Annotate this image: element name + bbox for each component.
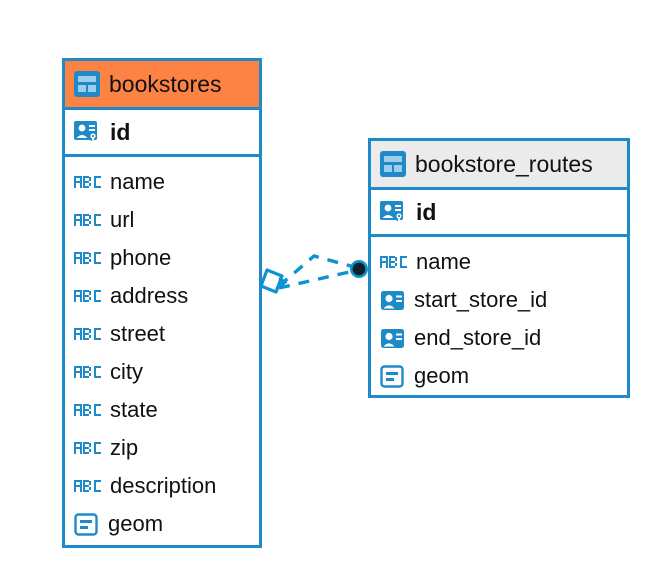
relationship-line-upper	[277, 254, 359, 288]
entity-title: bookstore_routes	[415, 150, 593, 177]
entity-header-bookstore-routes[interactable]: bookstore_routes	[371, 141, 627, 190]
text-type-icon	[74, 250, 101, 266]
primary-key-icon	[74, 119, 101, 146]
relationship-line-lower	[278, 268, 359, 290]
field-row[interactable]: phone	[65, 239, 259, 277]
primary-key-row[interactable]: id	[65, 110, 259, 157]
field-label: state	[110, 397, 158, 422]
entity-title: bookstores	[109, 70, 222, 97]
text-type-icon	[74, 212, 101, 228]
field-row[interactable]: name	[65, 163, 259, 201]
text-type-icon	[74, 402, 101, 418]
field-row[interactable]: start_store_id	[371, 281, 627, 319]
field-row[interactable]: end_store_id	[371, 319, 627, 357]
text-type-icon	[74, 364, 101, 380]
diamond-handle-icon[interactable]	[259, 268, 288, 294]
geometry-type-icon	[380, 364, 405, 389]
endpoint-dot-icon[interactable]	[350, 260, 368, 278]
field-label: address	[110, 283, 189, 308]
field-label: start_store_id	[414, 287, 548, 312]
field-row[interactable]: street	[65, 315, 259, 353]
field-label: url	[110, 207, 135, 232]
table-icon	[380, 151, 406, 177]
field-label: name	[110, 169, 166, 194]
primary-key-row[interactable]: id	[371, 190, 627, 237]
entity-bookstore-routes[interactable]: bookstore_routes id	[368, 138, 630, 398]
field-list-bookstore-routes: name start_store_id	[371, 237, 627, 399]
field-label: city	[110, 359, 143, 384]
text-type-icon	[74, 288, 101, 304]
primary-key-icon	[380, 199, 407, 226]
text-type-icon	[74, 174, 101, 190]
field-label: description	[110, 473, 217, 498]
field-label: geom	[414, 363, 470, 388]
field-label: name	[416, 249, 472, 274]
field-row[interactable]: address	[65, 277, 259, 315]
text-type-icon	[74, 440, 101, 456]
field-label: street	[110, 321, 166, 346]
foreign-key-icon	[380, 326, 405, 351]
field-row[interactable]: url	[65, 201, 259, 239]
field-list-bookstores: name u	[65, 157, 259, 547]
field-label: phone	[110, 245, 172, 270]
primary-key-label: id	[416, 198, 437, 225]
foreign-key-icon	[380, 288, 405, 313]
entity-header-bookstores[interactable]: bookstores	[65, 61, 259, 110]
field-label: geom	[108, 511, 164, 536]
text-type-icon	[74, 478, 101, 494]
text-type-icon	[380, 254, 407, 270]
table-icon	[74, 71, 100, 97]
field-row[interactable]: city	[65, 353, 259, 391]
field-row[interactable]: zip	[65, 429, 259, 467]
geometry-type-icon	[74, 512, 99, 537]
entity-bookstores[interactable]: bookstores id	[62, 58, 262, 548]
field-label: end_store_id	[414, 325, 542, 350]
relationship-connector[interactable]	[252, 238, 376, 314]
field-row[interactable]: description	[65, 467, 259, 505]
field-row[interactable]: name	[371, 243, 627, 281]
field-row[interactable]: geom	[65, 505, 259, 543]
field-row[interactable]: state	[65, 391, 259, 429]
field-label: zip	[110, 435, 139, 460]
text-type-icon	[74, 326, 101, 342]
primary-key-label: id	[110, 118, 131, 145]
field-row[interactable]: geom	[371, 357, 627, 395]
